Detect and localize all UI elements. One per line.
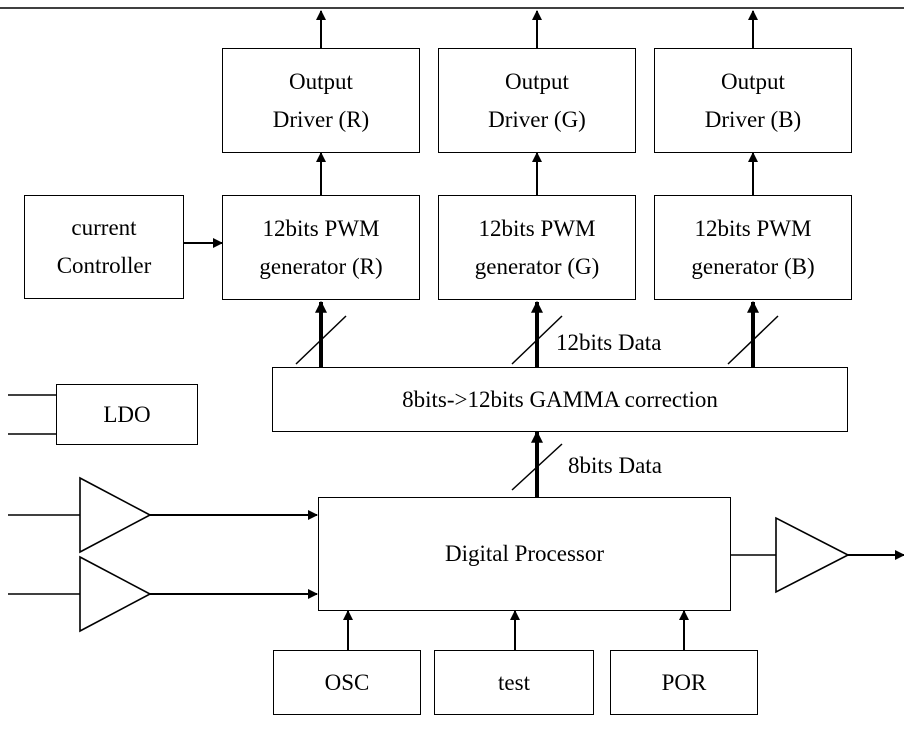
output-driver-b-line2: Driver (B) bbox=[704, 106, 802, 132]
pwm-generator-r-block: 12bits PWM generator (R) bbox=[222, 195, 420, 300]
test-label: test bbox=[498, 669, 530, 695]
pwm-generator-b-block: 12bits PWM generator (B) bbox=[654, 195, 852, 300]
test-block: test bbox=[434, 650, 594, 715]
output-driver-r-block: Output Driver (R) bbox=[222, 48, 420, 153]
pwm-generator-g-line1: 12bits PWM bbox=[478, 215, 596, 241]
output-driver-g-line1: Output bbox=[505, 68, 569, 94]
output-driver-b-block: Output Driver (B) bbox=[654, 48, 852, 153]
bus-slash-gamma bbox=[511, 443, 563, 491]
current-controller-block: current Controller bbox=[24, 195, 184, 299]
output-driver-g-block: Output Driver (G) bbox=[438, 48, 636, 153]
input-buffer-1 bbox=[79, 476, 152, 554]
pwm-bus-label: 12bits Data bbox=[556, 330, 662, 355]
ldo-block: LDO bbox=[56, 384, 198, 445]
gamma-bus-label: 8bits Data bbox=[568, 453, 662, 478]
bus-slash-r bbox=[295, 315, 347, 365]
osc-block: OSC bbox=[273, 650, 421, 715]
input-buffer-2 bbox=[79, 555, 152, 633]
pwm-generator-g-line2: generator (G) bbox=[474, 253, 600, 279]
output-driver-g-line2: Driver (G) bbox=[488, 106, 586, 132]
gamma-correction-label: 8bits->12bits GAMMA correction bbox=[402, 386, 718, 412]
current-controller-line1: current bbox=[71, 215, 137, 240]
digital-processor-label: Digital Processor bbox=[444, 541, 605, 566]
digital-processor-block: Digital Processor bbox=[318, 497, 731, 611]
pwm-generator-r-line2: generator (R) bbox=[259, 253, 383, 279]
pwm-generator-r-line1: 12bits PWM bbox=[262, 215, 380, 241]
por-block: POR bbox=[610, 650, 758, 715]
pwm-generator-b-line2: generator (B) bbox=[691, 253, 815, 279]
por-label: POR bbox=[661, 669, 707, 695]
output-driver-b-line1: Output bbox=[721, 68, 785, 94]
output-driver-r-line2: Driver (R) bbox=[272, 106, 370, 132]
output-buffer bbox=[775, 516, 850, 594]
current-controller-line2: Controller bbox=[56, 253, 152, 278]
output-driver-r-line1: Output bbox=[289, 68, 353, 94]
pwm-generator-g-block: 12bits PWM generator (G) bbox=[438, 195, 636, 300]
osc-label: OSC bbox=[324, 669, 370, 695]
bus-slash-g bbox=[511, 315, 563, 365]
ldo-label: LDO bbox=[103, 401, 151, 427]
gamma-correction-block: 8bits->12bits GAMMA correction bbox=[272, 367, 848, 432]
pwm-generator-b-line1: 12bits PWM bbox=[694, 215, 812, 241]
bus-slash-b bbox=[727, 315, 779, 365]
